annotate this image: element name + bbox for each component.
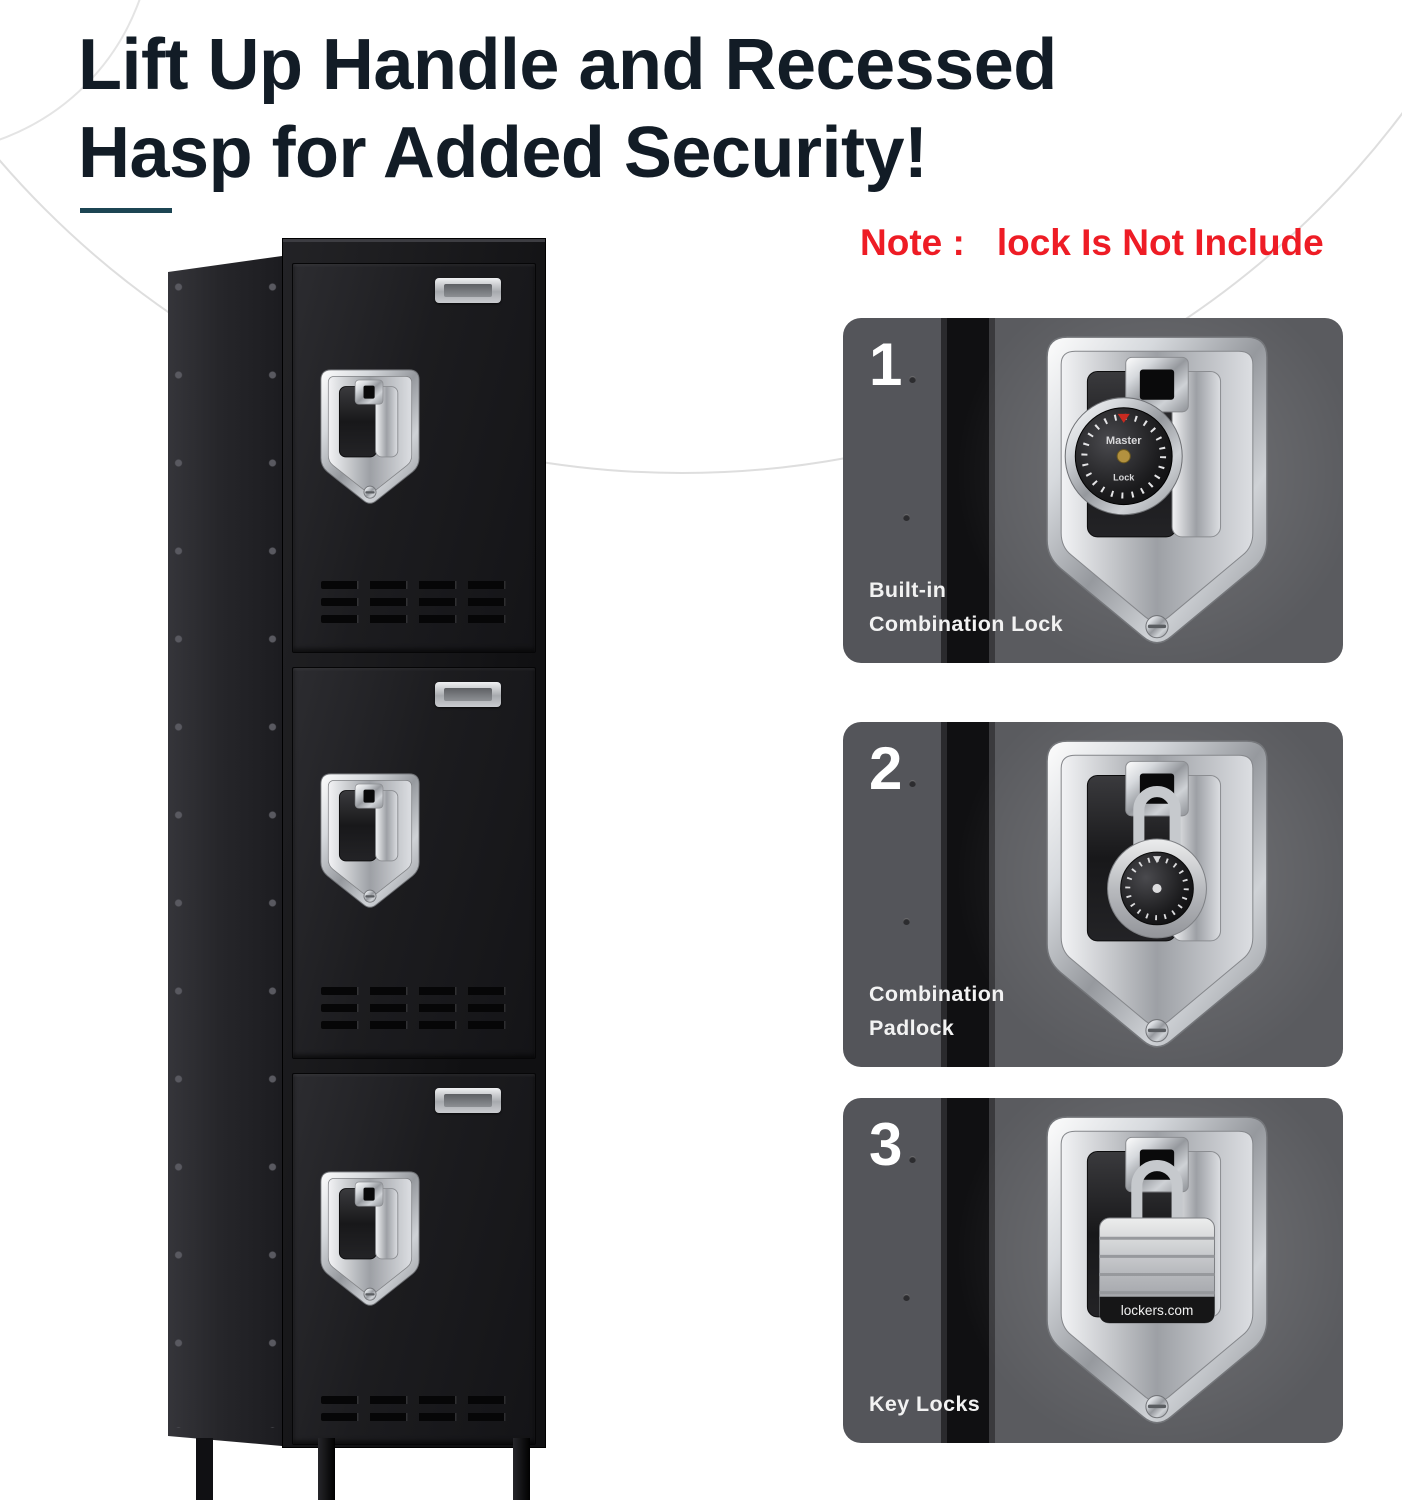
panel-label: Key Locks (869, 1388, 980, 1421)
rivet-dot (909, 780, 916, 787)
vents (321, 987, 517, 1038)
rivet-dot (903, 514, 910, 521)
feature-panel-key-locks: 3 lockers.com Key Locks (843, 1098, 1343, 1443)
locker-door-middle (292, 667, 536, 1059)
handle-with-combination-padlock (1041, 737, 1273, 1055)
vent-row (321, 598, 517, 606)
name-plate-slot (444, 1094, 492, 1107)
locker-door-top (292, 263, 536, 653)
panel-label: Built-in Combination Lock (869, 574, 1063, 641)
rivet-column (268, 282, 277, 1428)
rivet-dot (903, 918, 910, 925)
panel-label-line: Key Locks (869, 1391, 981, 1416)
panel-number: 3 (869, 1111, 903, 1178)
vent-row (321, 1021, 517, 1029)
headline-line-1: Lift Up Handle and Recessed (78, 25, 1057, 105)
panel-label-line: Combination Lock (869, 611, 1063, 636)
recessed-handle-icon (320, 369, 420, 504)
panel-label-line: Combination (869, 982, 1005, 1007)
combination-padlock-icon (1046, 740, 1268, 1048)
recessed-handle-icon (320, 1171, 420, 1306)
name-plate (435, 278, 501, 303)
note-text: lock Is Not Include (996, 222, 1324, 263)
background-circle-large (0, 0, 1402, 474)
handle-with-builtin-lock: Master Lock (1041, 333, 1273, 651)
headline-underline (80, 208, 172, 213)
vent-row (321, 987, 517, 995)
rivet-column (174, 282, 183, 1428)
panel-number: 2 (869, 735, 903, 802)
name-plate (435, 682, 501, 707)
locker-leg (513, 1438, 530, 1500)
feature-panel-builtin-combination: 1 Master Lock Built-in Combination Lock (843, 318, 1343, 663)
rivet-dot (909, 376, 916, 383)
handle-with-key-padlock: lockers.com (1041, 1113, 1273, 1431)
vents (321, 1396, 517, 1430)
vents (321, 581, 517, 632)
rivet-dot (903, 1294, 910, 1301)
rivet-dot (909, 1156, 916, 1163)
locker-door-bottom (292, 1073, 536, 1445)
combination-dial-icon: Master Lock (1046, 336, 1268, 644)
dial-brand-top: Master (1106, 435, 1142, 447)
locker-leg (196, 1438, 213, 1500)
vent-row (321, 581, 517, 589)
note-prefix: Note : (860, 222, 965, 263)
locker-leg (318, 1438, 335, 1500)
headline-line-2: Hasp for Added Security! (78, 112, 928, 193)
name-plate-slot (444, 284, 492, 297)
panel-number: 1 (869, 331, 903, 398)
vent-row (321, 1396, 517, 1404)
panel-label-line: Built-in (869, 578, 947, 603)
dial-brand-bottom: Lock (1113, 472, 1135, 482)
vent-row (321, 1413, 517, 1421)
vent-row (321, 1004, 517, 1012)
panel-label-line: Padlock (869, 1015, 955, 1040)
recessed-handle-icon (320, 773, 420, 908)
name-plate-slot (444, 688, 492, 701)
panel-label: Combination Padlock (869, 978, 1005, 1045)
locker (168, 228, 546, 1500)
note: Note : lock Is Not Include (860, 222, 1324, 264)
padlock-brand-label: lockers.com (1121, 1303, 1194, 1318)
name-plate (435, 1088, 501, 1113)
feature-panel-combination-padlock: 2 Combination Padlock (843, 722, 1343, 1067)
locker-side-panel (168, 256, 282, 1446)
locker-front (282, 238, 546, 1448)
vent-row (321, 615, 517, 623)
headline: Lift Up Handle and Recessed Hasp for Add… (78, 22, 1057, 198)
key-padlock-icon: lockers.com (1046, 1116, 1268, 1424)
